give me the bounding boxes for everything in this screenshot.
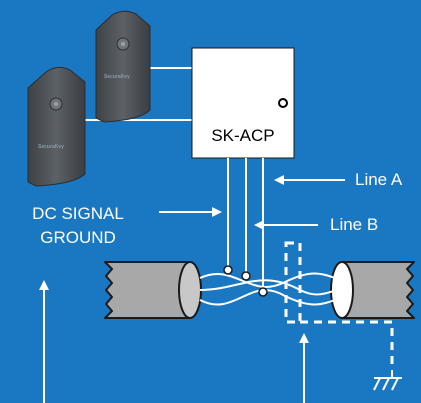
- wire-junctions: [223, 265, 268, 297]
- card-reader-1: SecuraKey: [95, 10, 151, 123]
- cable-left: [104, 261, 202, 319]
- reader-1-brand: SecuraKey: [104, 74, 130, 80]
- dc-signal-ground-label-line1: DC SIGNAL: [32, 204, 124, 223]
- cable-right: [330, 261, 415, 319]
- dc-signal-ground-label-line2: GROUND: [40, 228, 116, 247]
- sk-acp-panel: [191, 47, 295, 159]
- card-reader-2: SecuraKey: [27, 66, 86, 187]
- panel-label: SK-ACP: [211, 126, 275, 145]
- line-b-label: Line B: [330, 215, 379, 234]
- line-a-label: Line A: [355, 170, 403, 189]
- reader-2-brand: SecuraKey: [38, 144, 64, 150]
- twisted-pair-wires: [199, 272, 341, 306]
- led-indicator-icon: [278, 98, 288, 108]
- reader-connection-lines: [72, 67, 192, 121]
- earth-ground-icon: [373, 370, 402, 391]
- shield-drain-dashed: [284, 241, 394, 370]
- label-arrows: [39, 175, 345, 403]
